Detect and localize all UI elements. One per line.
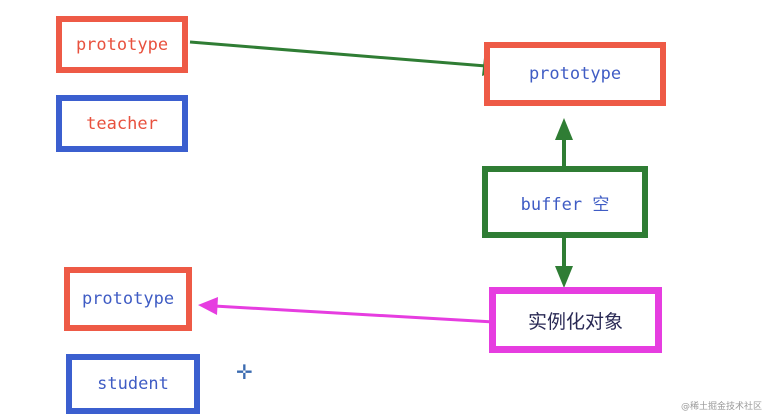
top-prototype-box: prototype (484, 42, 666, 106)
student-prototype-box: prototype (64, 267, 192, 331)
crosshair-cursor-icon: ✛ (236, 360, 253, 384)
arrow-instance-to-student-prototype (213, 304, 495, 324)
watermark: @稀土掘金技术社区 (681, 399, 762, 412)
arrow-teacher-prototype-to-top-prototype (189, 40, 487, 68)
teacher-box: teacher (56, 95, 188, 152)
arrowhead-buffer-to-top (555, 118, 573, 140)
top-prototype-label: prototype (528, 64, 622, 84)
student-box: student (66, 354, 200, 414)
watermark-text: @稀土掘金技术社区 (680, 402, 762, 412)
buffer-box: buffer 空 (482, 166, 648, 238)
instance-object-label: 实例化对象 (527, 310, 623, 333)
buffer-label: buffer 空 (520, 194, 610, 215)
arrowhead-buffer-to-instance (555, 266, 573, 288)
instance-object-box: 实例化对象 (489, 287, 662, 353)
student-prototype-label: prototype (81, 289, 175, 309)
teacher-prototype-box: prototype (56, 16, 188, 73)
cursor-glyph: ✛ (236, 360, 253, 384)
teacher-label: teacher (86, 113, 158, 134)
teacher-prototype-label: prototype (75, 34, 169, 55)
student-label: student (97, 374, 169, 394)
arrowhead-instance-to-student (198, 297, 218, 315)
